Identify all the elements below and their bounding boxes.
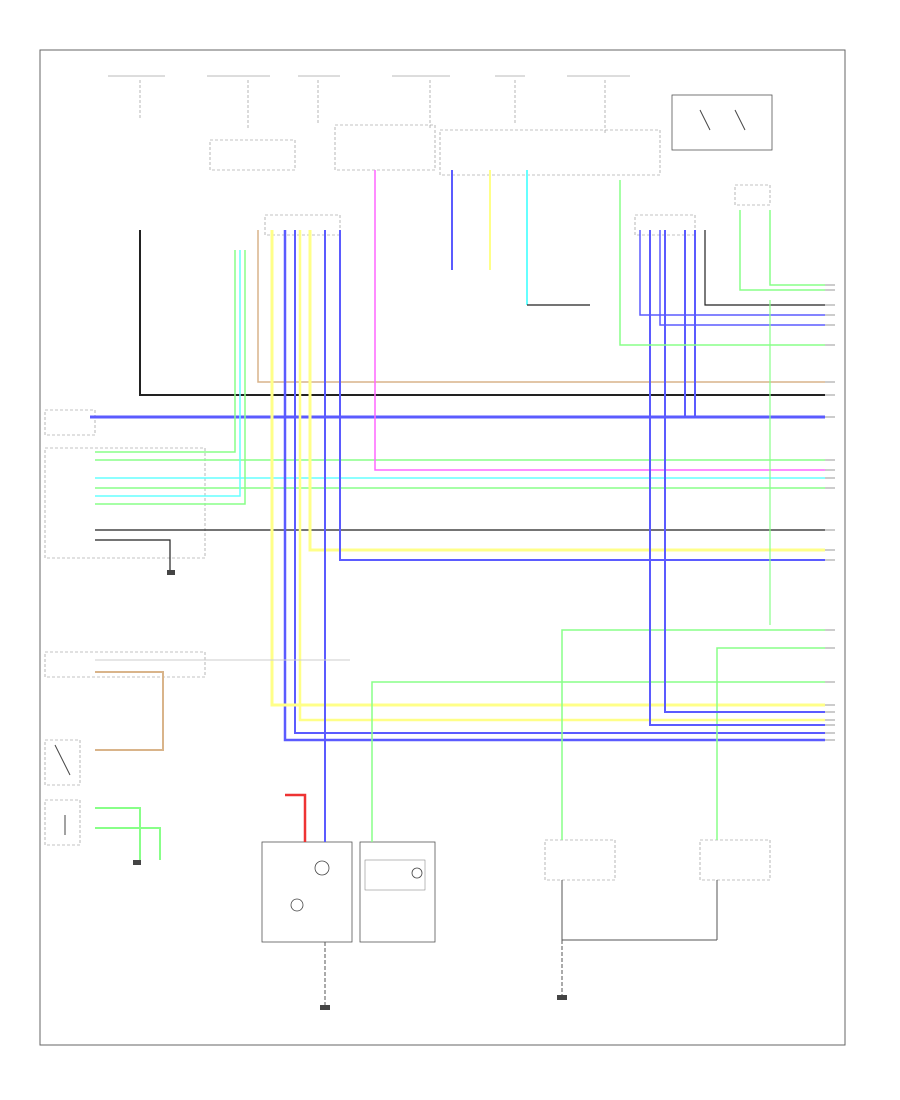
ground-symbols (133, 570, 567, 1010)
wire-green-27 (769, 210, 825, 286)
wire-yellow-16 (270, 230, 825, 707)
wire-green-9 (95, 250, 246, 505)
wire-pink-5 (374, 170, 825, 471)
courtesy-lamp-right (544, 839, 616, 881)
left-seat-switch-box (44, 651, 206, 678)
interior-light (261, 841, 353, 943)
wire-green-37 (95, 807, 141, 860)
wire-green-20 (561, 629, 825, 840)
wire-blue-22 (649, 230, 825, 726)
bottom-modules (261, 839, 771, 1010)
wire-yellow-12 (308, 230, 825, 552)
wire-green-26 (739, 210, 825, 291)
wire-blue-13 (339, 230, 825, 561)
wire-blue-15 (294, 230, 825, 734)
rear-sensor-box (44, 409, 96, 436)
wire-blue-14 (283, 230, 825, 742)
fuse-header-row (108, 75, 630, 135)
wire-blue-23 (664, 230, 825, 713)
instrument-cluster (359, 841, 436, 943)
left-modules (44, 409, 206, 846)
wire-black-1 (139, 230, 825, 396)
page-border (39, 49, 846, 1046)
luggage-switch (44, 799, 81, 846)
connector-blocks (209, 94, 773, 236)
right-edge-pins (825, 284, 835, 741)
right-relay (699, 109, 746, 131)
wire-black-11 (95, 539, 171, 570)
wires (90, 170, 825, 860)
wire-green-31 (619, 180, 825, 346)
wire-red-39 (285, 793, 307, 842)
wire-blue-28 (639, 230, 825, 316)
courtesy-lamp-left (699, 839, 771, 881)
wire-green-38 (95, 827, 161, 860)
left-door-switch (44, 739, 81, 786)
wire-black-30 (704, 230, 825, 306)
wire-green-21 (716, 647, 825, 840)
wire-green-3 (95, 250, 236, 453)
wire-green-19 (371, 681, 825, 842)
wire-cyan-8 (95, 250, 241, 497)
wire-tan-2 (257, 230, 825, 383)
left-heater-connector (44, 447, 206, 559)
wire-tan-36 (95, 671, 164, 751)
